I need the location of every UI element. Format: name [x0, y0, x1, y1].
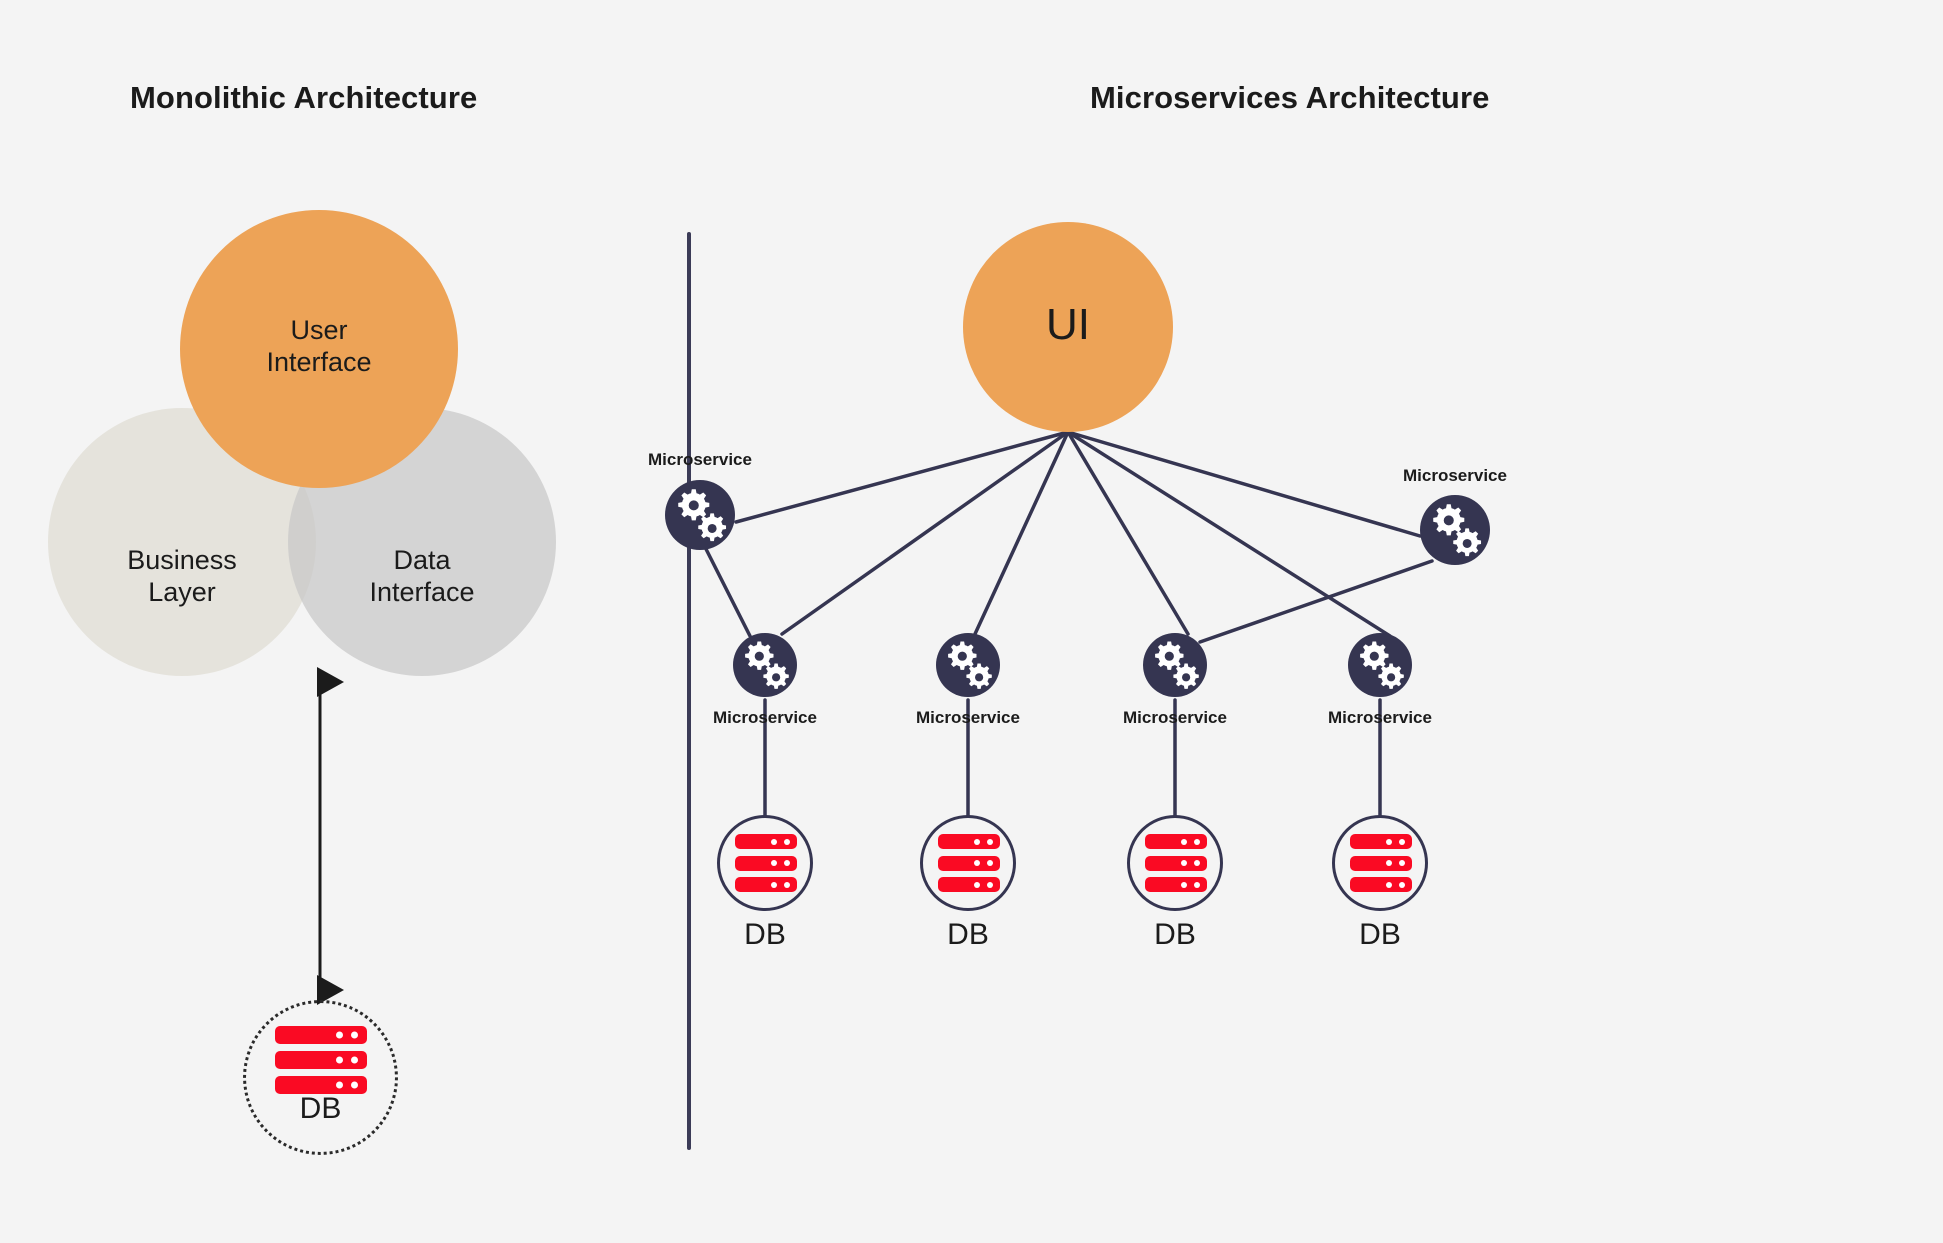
- microservice-label-ms-3: Microservice: [1123, 708, 1227, 727]
- microservice-db-label-db-2: DB: [947, 918, 989, 951]
- gears-icon: [1420, 495, 1490, 565]
- database-icon-bar: [735, 877, 797, 892]
- database-icon-bar: [938, 877, 1000, 892]
- gears-icon: [1143, 633, 1207, 697]
- database-icon: [1350, 834, 1412, 892]
- monolith-db-label: DB: [299, 1092, 342, 1125]
- database-icon: [938, 834, 1000, 892]
- venn-circle-user-interface: [180, 210, 458, 488]
- database-icon-bar: [1350, 834, 1412, 849]
- database-icon-bar: [938, 855, 1000, 871]
- gears-icon: [665, 480, 735, 550]
- microservice-label-ms-b: Microservice: [1403, 466, 1507, 485]
- gears-icon: [936, 633, 1000, 697]
- database-icon: [1145, 834, 1207, 892]
- microservice-db-label-db-1: DB: [744, 918, 786, 951]
- edge-ms-b-to-ms-3: [1198, 559, 1434, 644]
- edge-hub-to-ms-4: [1066, 430, 1392, 638]
- microservice-label-ms-a: Microservice: [648, 450, 752, 469]
- microservices-panel-title: Microservices Architecture: [1090, 80, 1490, 115]
- edge-hub-to-ms-3: [1066, 430, 1190, 636]
- venn-label-business-layer: Business Layer: [127, 545, 237, 607]
- database-icon-bar: [1145, 877, 1207, 892]
- venn-label-user-interface: User Interface: [266, 315, 372, 377]
- microservice-node-ms-4[interactable]: [1348, 633, 1412, 697]
- microservice-node-ms-3[interactable]: [1143, 633, 1207, 697]
- database-icon: [275, 1026, 367, 1094]
- microservice-node-ms-2[interactable]: [936, 633, 1000, 697]
- edge-hub-to-ms-1: [780, 430, 1070, 636]
- database-icon-bar: [275, 1051, 367, 1069]
- monolithic-panel-title: Monolithic Architecture: [130, 80, 478, 115]
- microservices-ui-hub-circle: [963, 222, 1173, 432]
- database-icon-bar: [735, 834, 797, 849]
- microservice-node-ms-1[interactable]: [733, 633, 797, 697]
- microservice-node-ms-b[interactable]: [1420, 495, 1490, 565]
- database-icon-bar: [275, 1026, 367, 1044]
- microservice-db-label-db-4: DB: [1359, 918, 1401, 951]
- microservice-label-ms-1: Microservice: [713, 708, 817, 727]
- microservices-ui-hub-label: UI: [1046, 300, 1090, 349]
- database-icon-bar: [1350, 855, 1412, 871]
- database-icon-bar: [1145, 855, 1207, 871]
- edge-hub-to-ms-2: [973, 430, 1070, 636]
- edge-ms-a-to-ms-1: [704, 547, 752, 638]
- database-icon-bar: [1350, 877, 1412, 892]
- database-icon-bar: [1145, 834, 1207, 849]
- database-icon: [735, 834, 797, 892]
- microservice-node-ms-a[interactable]: [665, 480, 735, 550]
- microservice-db-label-db-3: DB: [1154, 918, 1196, 951]
- database-icon-bar: [938, 834, 1000, 849]
- database-icon-bar: [735, 855, 797, 871]
- database-icon-bar: [275, 1076, 367, 1094]
- venn-label-data-interface: Data Interface: [369, 545, 475, 607]
- microservice-label-ms-2: Microservice: [916, 708, 1020, 727]
- gears-icon: [1348, 633, 1412, 697]
- monolith-db-circle: [243, 1000, 398, 1155]
- microservice-label-ms-4: Microservice: [1328, 708, 1432, 727]
- panel-divider: [687, 232, 691, 1150]
- gears-icon: [733, 633, 797, 697]
- edge-hub-to-ms-a: [734, 430, 1070, 524]
